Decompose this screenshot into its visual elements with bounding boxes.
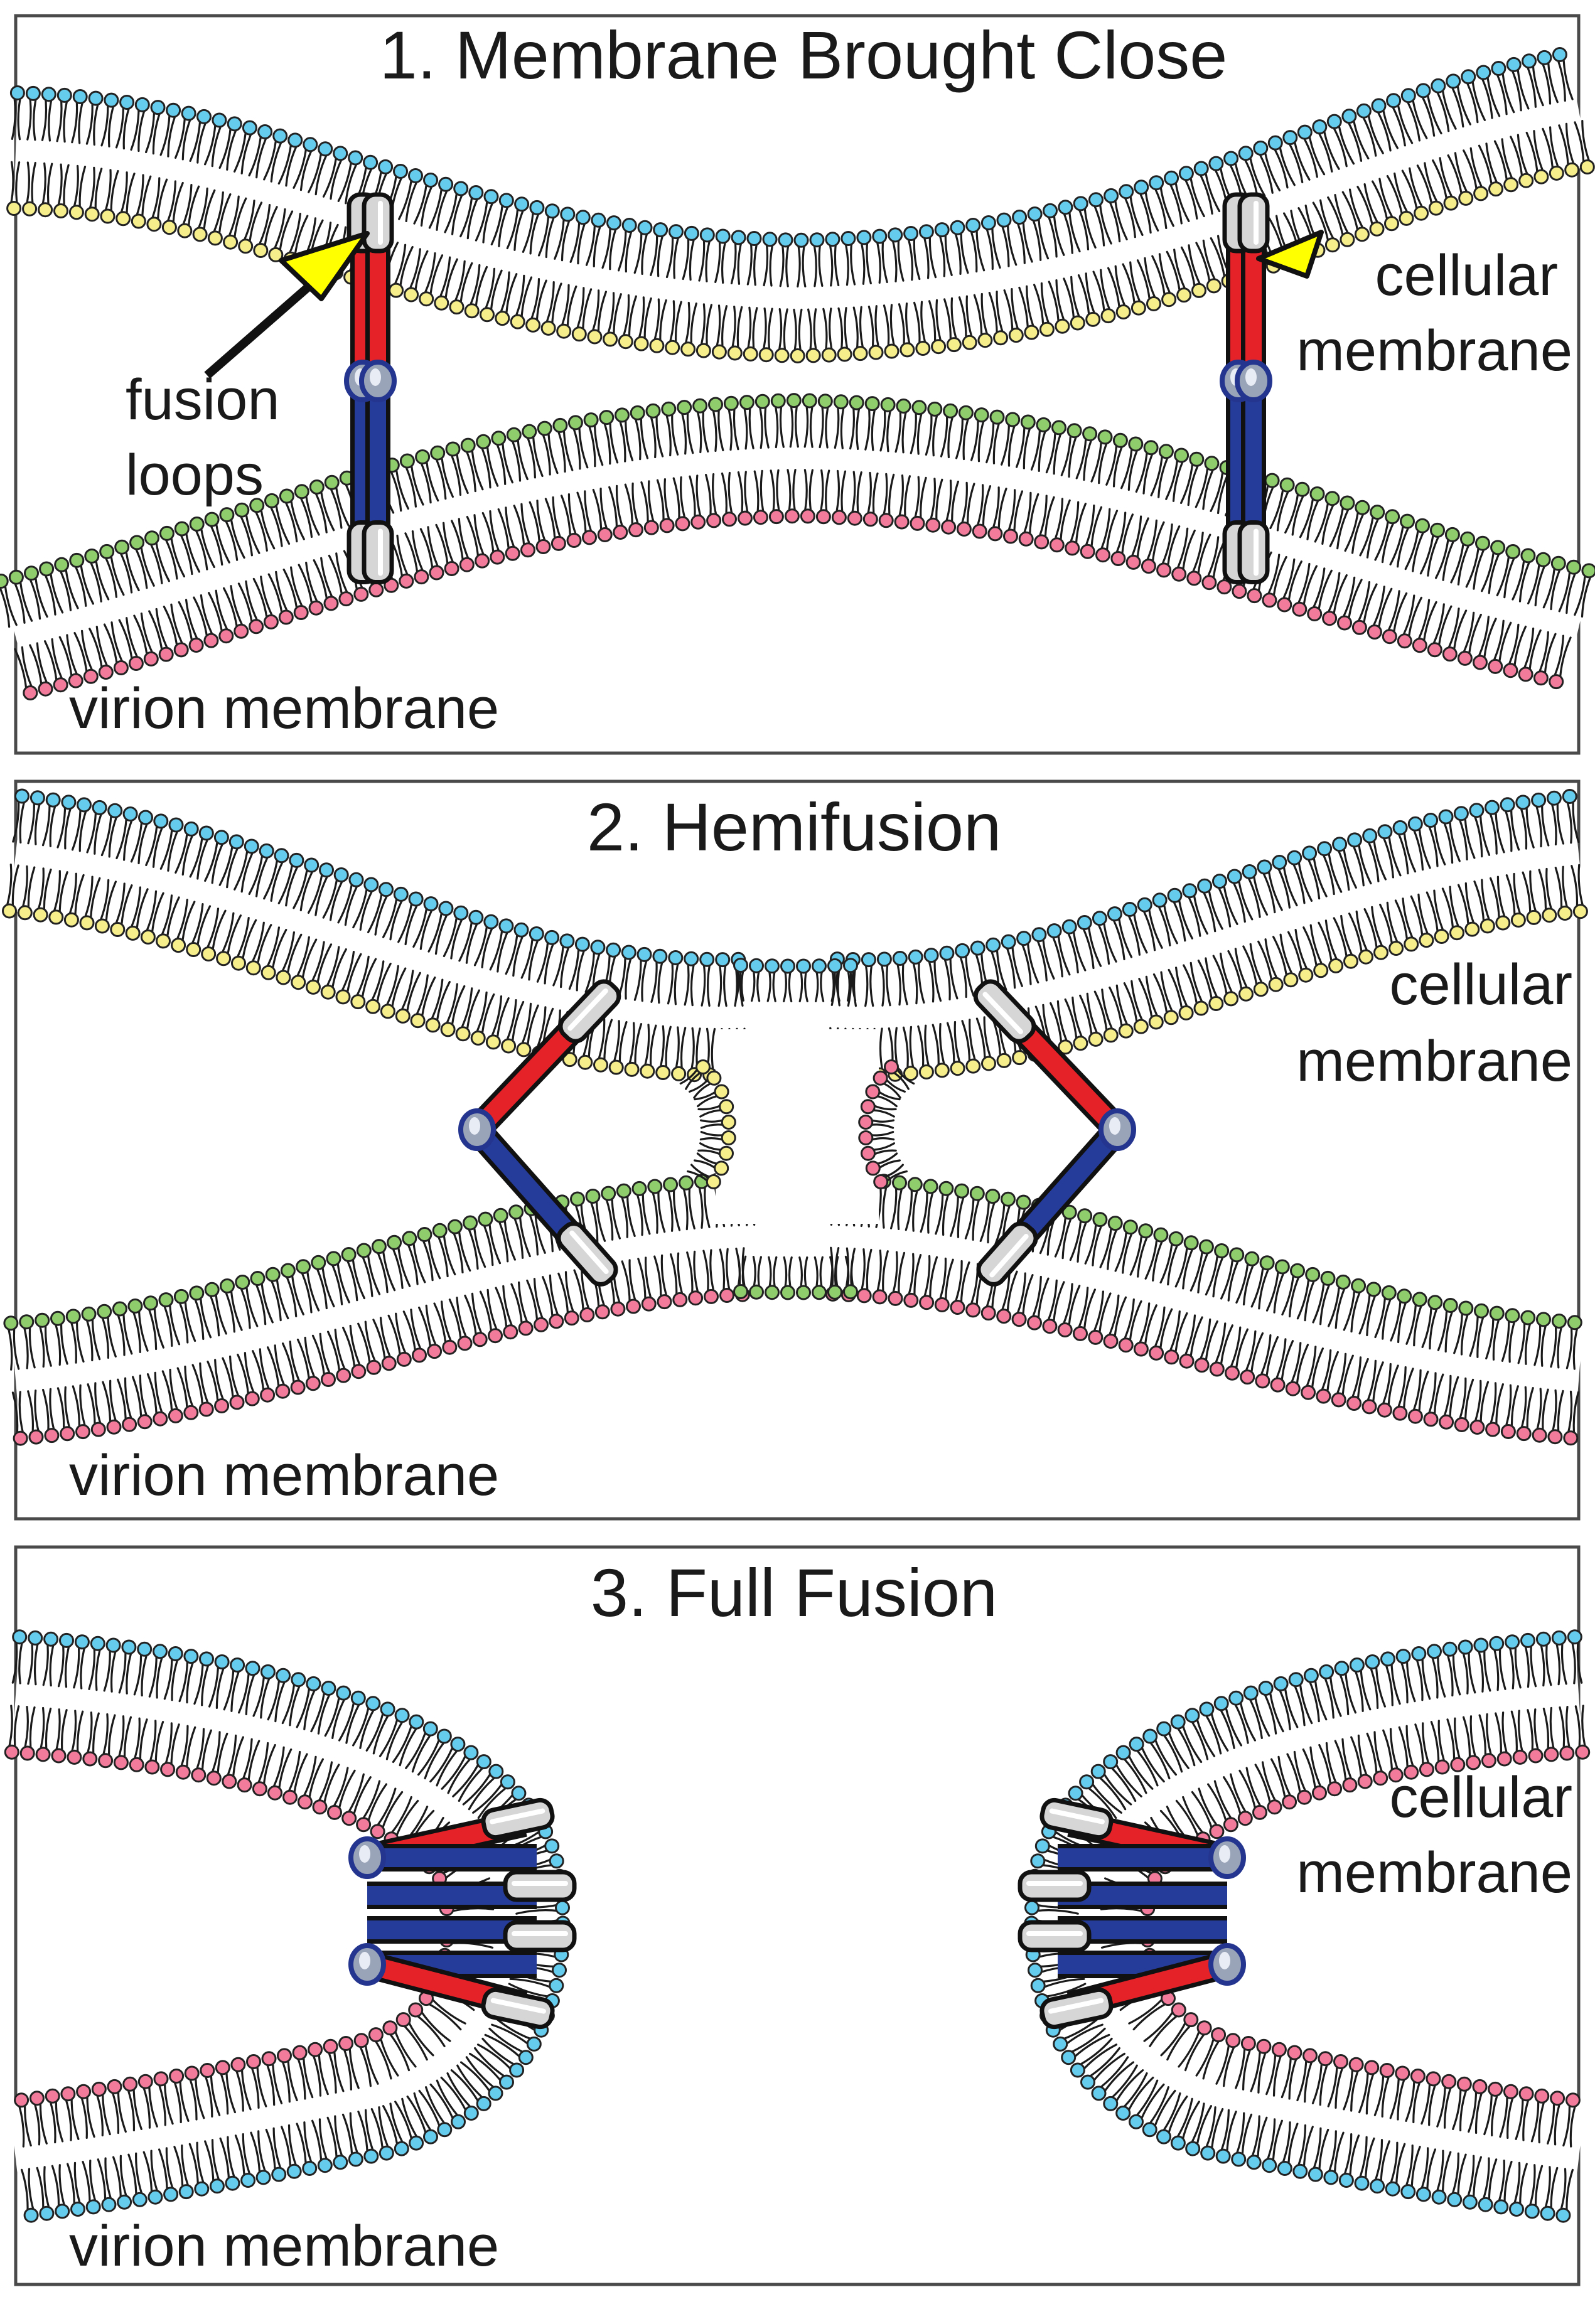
fused-membrane-right-bilayer-body	[1031, 1637, 1586, 2217]
fused-membrane-right-outer-lipid-heads	[1024, 1629, 1582, 2223]
virion-membrane-label: virion membrane	[69, 677, 499, 741]
panel-2: 2. Hemifusion cellular membrane virion m…	[2, 779, 1588, 1521]
stalk-right-lipid-tails	[864, 1063, 915, 1186]
cellular-membrane-label-line2: membrane	[1296, 1841, 1572, 1905]
cellular-membrane-label-line1: cellular	[1390, 953, 1572, 1017]
virion-membrane-left-inner-lipid-heads	[3, 1171, 756, 1331]
fusion-loop-cap-left-1	[362, 192, 394, 254]
fusion-protein-icon-right	[1220, 192, 1272, 584]
hinge-lower-right	[1208, 1943, 1246, 1986]
fusion-loop-cap-lower-right	[1039, 1987, 1114, 2030]
panel-3-fusion-proteins	[348, 1797, 1246, 2030]
fusion-loop-cap-upper-left	[481, 1797, 555, 1840]
fusion-loop-arrow-line	[204, 267, 330, 379]
hinge-right	[1098, 1108, 1136, 1151]
stem-anchor-cap-b-left	[503, 1920, 577, 1952]
virion-membrane-left-outer-lipid-tails	[11, 1247, 748, 1440]
panel-1-membranes	[0, 47, 1595, 700]
fusion-loops-label-line1: fusion	[126, 368, 280, 432]
stem-anchor-cap-a-right	[1018, 1870, 1092, 1902]
panel-1-title: 1. Membrane Brought Close	[380, 17, 1228, 93]
virion-bridge-lipid-heads	[733, 1284, 858, 1300]
fusion-protein-icon-left	[458, 979, 621, 1287]
virion-membrane-label: virion membrane	[69, 1443, 499, 1507]
cellular-membrane-label-line1: cellular	[1375, 244, 1558, 308]
cellular-membrane-label-line2: membrane	[1296, 319, 1572, 383]
stem-anchor-cap-a-left	[503, 1870, 577, 1902]
panel-2-title: 2. Hemifusion	[587, 789, 1001, 865]
cellular-membrane-left-inner-lipid-heads	[2, 903, 749, 1083]
cellular-membrane-left-outer-lipid-heads	[14, 788, 746, 968]
panel-1-fusion-proteins	[344, 192, 1272, 584]
panel-3: 3. Full Fusion cellular membrane virion …	[4, 1545, 1591, 2286]
panel-3-title: 3. Full Fusion	[591, 1555, 997, 1631]
panel-1: 1. Membrane Brought Close fusion loops c…	[0, 14, 1595, 755]
cellular-membrane-bilayer-body	[14, 53, 1589, 356]
fusion-loop-arrow-icon	[279, 231, 370, 301]
stem-anchor-cap-left-1	[362, 520, 394, 584]
fusion-protein-icon-left	[348, 1797, 577, 2030]
fusion-loop-cap-right	[973, 979, 1036, 1044]
virion-membrane-left-inner-lipid-tails	[6, 1177, 756, 1371]
virion-membrane-outer-lipid-heads	[23, 508, 1564, 700]
fusion-loops-label-line2: loops	[126, 443, 264, 507]
virion-bridge-lipid-tails	[736, 1255, 856, 1294]
cellular-membrane-left-inner-lipid-tails	[4, 864, 746, 1076]
cellular-membrane-right-outer-lipid-tails	[830, 795, 1580, 1007]
stem-anchor-cap-right	[976, 1221, 1038, 1287]
fusion-protein-icon-right	[1018, 1797, 1246, 2030]
stalk-left-lipid-tails	[679, 1063, 730, 1186]
fusion-protein-icon-left	[344, 192, 397, 584]
cellular-membrane-label-line2: membrane	[1296, 1029, 1572, 1093]
fusion-loop-cap-lower-left	[481, 1987, 555, 2030]
cellular-bridge-lipid-tails	[734, 964, 857, 1003]
panel-2-hemifusion-stalk	[679, 1029, 915, 1224]
cellular-membrane-right-outer-lipid-heads	[829, 789, 1577, 968]
hinge-left	[458, 1108, 496, 1151]
stem-anchor-cap-right-1	[1237, 520, 1270, 584]
hinge-upper-left	[348, 1836, 386, 1879]
fusion-loop-cap-left	[558, 979, 621, 1044]
virion-membrane-left-outer-lipid-heads	[13, 1287, 750, 1446]
fusion-protein-icon-right	[973, 979, 1136, 1287]
cellular-membrane-label-line1: cellular	[1390, 1765, 1572, 1829]
hinge-upper-right	[1208, 1836, 1246, 1879]
cellular-membrane-outer-lipid-heads	[9, 47, 1567, 248]
stalk-left-lipid-heads	[695, 1059, 736, 1189]
virion-membrane-label: virion membrane	[69, 2214, 499, 2278]
hinge-right-1	[1235, 360, 1272, 402]
cellular-membrane-outer-lipid-tails	[11, 53, 1574, 288]
stalk-right-lipid-heads	[858, 1059, 899, 1189]
hinge-lower-left	[348, 1943, 386, 1986]
cellular-bridge-lipid-heads	[733, 958, 858, 974]
stem-anchor-cap-b-right	[1018, 1920, 1092, 1952]
fusion-loop-cap-right-1	[1237, 192, 1270, 254]
cellular-membrane-left-outer-lipid-tails	[12, 795, 744, 1007]
virion-membrane-right-outer-lipid-heads	[825, 1286, 1579, 1446]
stem-anchor-cap-left	[556, 1221, 618, 1287]
fusion-loop-cap-upper-right	[1039, 1797, 1114, 1840]
cellular-arrow-icon	[1256, 230, 1324, 279]
panel-2-fusion-proteins	[458, 979, 1136, 1287]
hinge-left-1	[359, 360, 397, 402]
stalk-core	[716, 1029, 879, 1224]
fused-membrane-left-bilayer-body	[9, 1637, 563, 2217]
